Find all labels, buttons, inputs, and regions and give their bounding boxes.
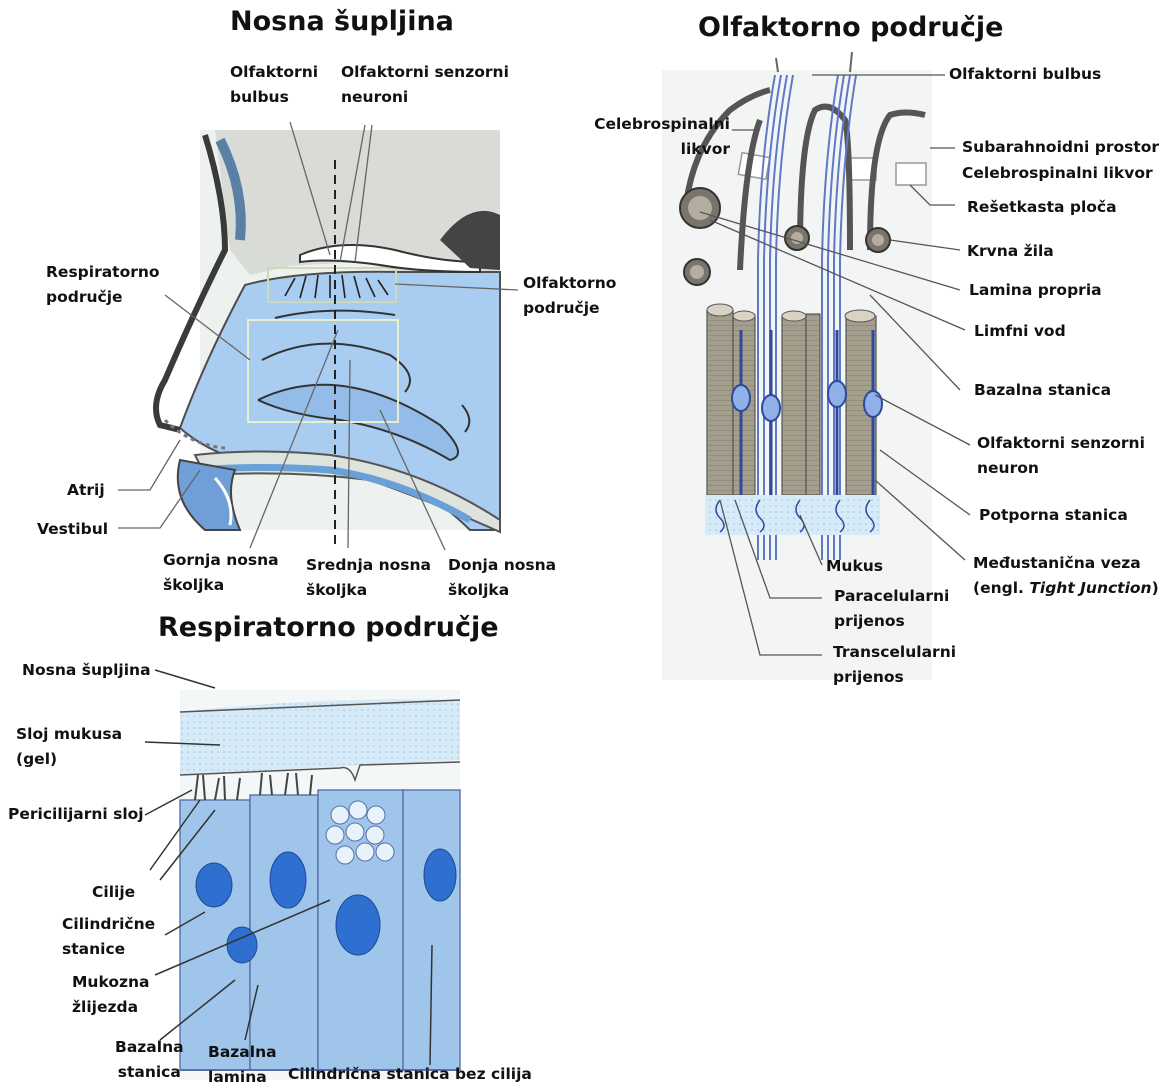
label-mucus-layer: Sloj mukusa(gel): [16, 722, 122, 772]
label-olf-bulbus: Olfaktorni bulbus: [949, 62, 1101, 87]
label-atrium: Atrij: [67, 478, 105, 503]
label-vestibule: Vestibul: [37, 517, 108, 542]
label-mucus: Mukus: [826, 554, 883, 579]
olfactory-area-title: Olfaktorno područje: [698, 12, 1003, 43]
nasal-cavity-title: Nosna šupljina: [230, 6, 454, 37]
label-subarachnoid-space: Subarahnoidni prostor: [962, 135, 1159, 160]
label-nonciliated-columnar-cell: Cilindrična stanica bez cilija: [288, 1062, 532, 1087]
respiratory-cells: [180, 790, 460, 1070]
label-basal-cell: Bazalna stanica: [974, 378, 1111, 403]
label-lamina-propria: Lamina propria: [969, 278, 1102, 303]
label-supporting-cell: Potporna stanica: [979, 503, 1128, 528]
label-blood-vessel: Krvna žila: [967, 239, 1054, 264]
olfactory-mucus: [705, 495, 880, 535]
label-lymph-vessel: Limfni vod: [974, 319, 1066, 344]
label-csf-right: Celebrospinalni likvor: [962, 161, 1153, 186]
nasal-cavity-diagram: [118, 122, 518, 550]
label-tight-junction: Međustanična veza (engl. Tight Junction): [973, 551, 1159, 601]
respiratory-area-title: Respiratorno područje: [158, 612, 499, 643]
label-nasal-cavity: Nosna šupljina: [22, 658, 151, 683]
respiratory-epithelium-diagram: [145, 670, 460, 1080]
label-cribriform-plate: Rešetkasta ploča: [967, 195, 1117, 220]
label-periciliary-layer: Pericilijarni sloj: [8, 802, 144, 827]
label-cilia: Cilije: [92, 880, 135, 905]
